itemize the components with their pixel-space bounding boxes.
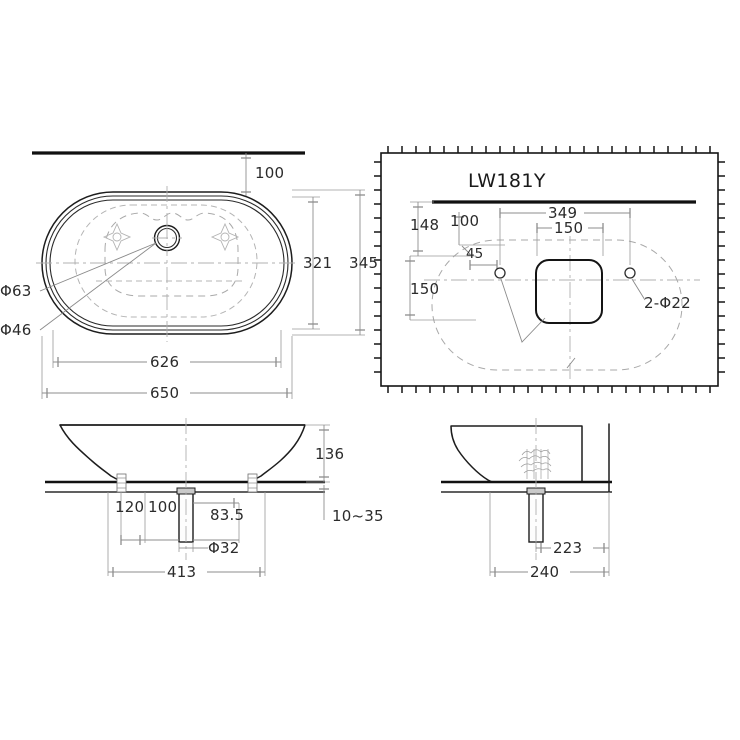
detail-view: LW181Y 148 100 349 150 <box>374 146 725 393</box>
detail-150-text: 150 <box>554 219 583 237</box>
detail-150-text-bg <box>552 220 588 236</box>
side-240-text: 240 <box>530 563 559 581</box>
plan-650-text: 650 <box>150 384 179 402</box>
plan-321-text: 321 <box>303 254 332 272</box>
front-100-text: 100 <box>148 498 177 516</box>
detail-basin-outline <box>431 239 683 371</box>
front-413-text-bg <box>165 562 207 581</box>
basin-bowl-contour-outer <box>74 204 258 318</box>
basin-profile-side <box>450 425 583 483</box>
front-413-text: 413 <box>167 563 196 581</box>
leader-phi46 <box>39 242 157 331</box>
front-1035-text: 10~35 <box>332 507 384 525</box>
plan-345-text: 345 <box>349 254 378 272</box>
detail-349-text-bg <box>546 205 584 221</box>
detail-45-text: 45 <box>466 246 483 262</box>
detail-100-text: 100 <box>450 212 479 230</box>
overflow-mark-left <box>102 222 132 252</box>
detail-hole-leader-v <box>500 278 546 343</box>
side-section-view: 223 240 <box>441 418 612 581</box>
plan-626-text-bg <box>147 352 190 371</box>
overflow-mark-right <box>210 222 240 252</box>
front-section-view: 136 10~35 120 100 83.5 Φ32 413 <box>45 418 384 581</box>
leader-phi63 <box>39 242 157 292</box>
front-120-text: 120 <box>115 498 144 516</box>
plan-dim-100-text: 100 <box>255 164 284 182</box>
side-223-text: 223 <box>553 539 582 557</box>
plan-650-text-bg <box>147 383 190 402</box>
detail-title: LW181Y <box>468 170 546 192</box>
front-136-text: 136 <box>315 445 344 463</box>
mounting-bolt-left <box>116 473 127 493</box>
detail-349-text: 349 <box>548 204 577 222</box>
front-phi32-text: Φ32 <box>208 539 240 557</box>
plan-view: 100 Φ63 Φ46 <box>0 151 378 402</box>
detail-frame-hatch <box>374 146 725 393</box>
side-223-text-bg <box>551 538 593 557</box>
basin-bowl-contour-inner <box>104 212 239 297</box>
mounting-hole-right <box>624 267 636 279</box>
plan-626-text: 626 <box>150 353 179 371</box>
plan-phi46-text: Φ46 <box>0 321 32 339</box>
detail-phi22-leader <box>631 278 646 301</box>
detail-148-text: 148 <box>410 216 439 234</box>
detail-150b-text: 150 <box>410 280 439 298</box>
detail-bottom-tick <box>566 357 576 369</box>
overflow-texture-side <box>518 449 552 479</box>
front-835-text: 83.5 <box>210 506 244 524</box>
faucet-cutout-box <box>535 259 603 324</box>
detail-45-leader <box>461 245 471 255</box>
detail-phi22-text: 2-Φ22 <box>644 294 691 312</box>
mounting-bolt-right <box>247 473 258 493</box>
mounting-hole-left <box>494 267 506 279</box>
detail-frame-border <box>380 152 719 387</box>
plan-phi63-text: Φ63 <box>0 282 32 300</box>
side-240-text-bg <box>528 562 570 581</box>
